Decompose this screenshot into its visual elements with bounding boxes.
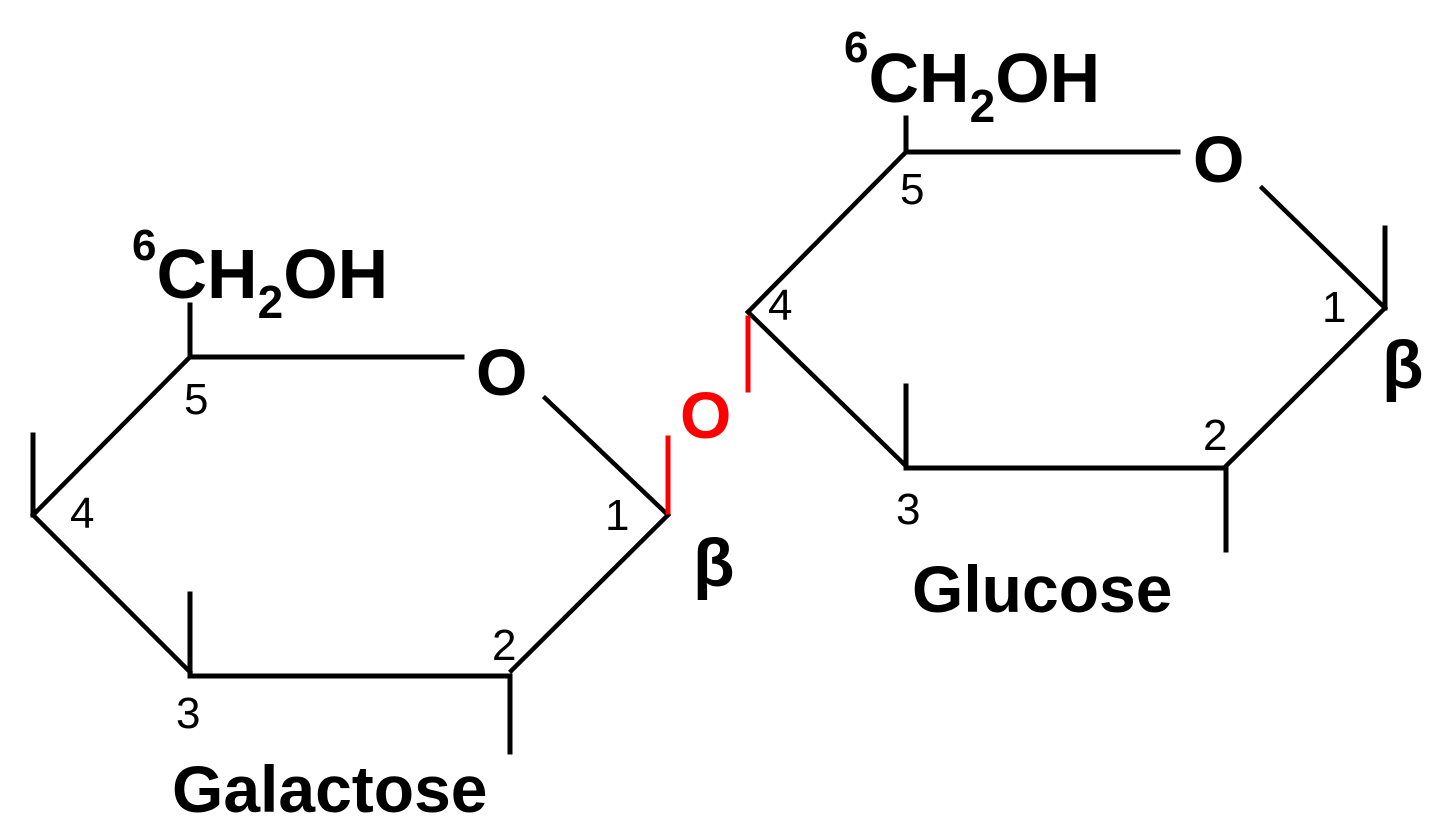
galactose-carbon-5-number: 5	[184, 375, 208, 424]
galactose-c1-c2-bond	[506, 511, 672, 676]
galactose-ring	[29, 302, 672, 755]
galactose-carbon-3-number: 3	[176, 689, 200, 738]
glucose-ring-oxygen: O	[1193, 122, 1244, 196]
glucose-carbon-5-number: 5	[900, 165, 924, 214]
galactose-c4-c5-bond	[29, 353, 194, 519]
glycosidic-linkage: O	[665, 315, 751, 515]
glucose-o-c1-bond	[1258, 184, 1389, 312]
glucose-oh-text: OH	[995, 39, 1100, 117]
glucose-c1-c2-bond	[1222, 304, 1389, 470]
galactose-ch2oh-group: 6CH2OH	[132, 221, 388, 328]
glucose-ring	[744, 115, 1389, 553]
galactose-labels: 6CH2OH O β 1 2 3 4 5 Galactose	[70, 221, 735, 826]
linkage-oxygen-label: O	[680, 378, 731, 452]
galactose-o-c1-bond	[541, 394, 672, 519]
galactose-ch-text: CH	[156, 235, 257, 313]
galactose-beta-anomer: β	[693, 525, 735, 601]
galactose-name-label: Galactose	[172, 752, 488, 826]
galactose-carbon-4-number: 4	[70, 489, 94, 538]
galactose-c6-superscript: 6	[132, 221, 156, 270]
glucose-name-label: Glucose	[912, 552, 1172, 626]
galactose-ring-oxygen: O	[476, 335, 527, 409]
galactose-carbon-2-number: 2	[492, 621, 516, 670]
galactose-carbon-1-number: 1	[605, 491, 629, 540]
glucose-c4-c5-bond	[744, 148, 910, 316]
glucose-carbon-3-number: 3	[896, 485, 920, 534]
glucose-c6-superscript: 6	[844, 23, 868, 72]
glucose-carbon-4-number: 4	[768, 281, 792, 330]
glucose-beta-anomer: β	[1382, 327, 1424, 403]
glucose-labels: 6CH2OH O β 1 2 3 4 5 Glucose	[768, 23, 1424, 626]
glucose-ch-text: CH	[868, 39, 969, 117]
galactose-c3-c4-bond	[29, 511, 194, 676]
glucose-carbon-2-number: 2	[1203, 411, 1227, 460]
glucose-carbon-1-number: 1	[1322, 283, 1346, 332]
galactose-subscript-2: 2	[258, 276, 284, 328]
glucose-subscript-2: 2	[970, 80, 996, 132]
glucose-c3-c4-bond	[744, 308, 910, 470]
galactose-oh-text: OH	[283, 235, 388, 313]
glucose-ch2oh-group: 6CH2OH	[844, 23, 1100, 132]
